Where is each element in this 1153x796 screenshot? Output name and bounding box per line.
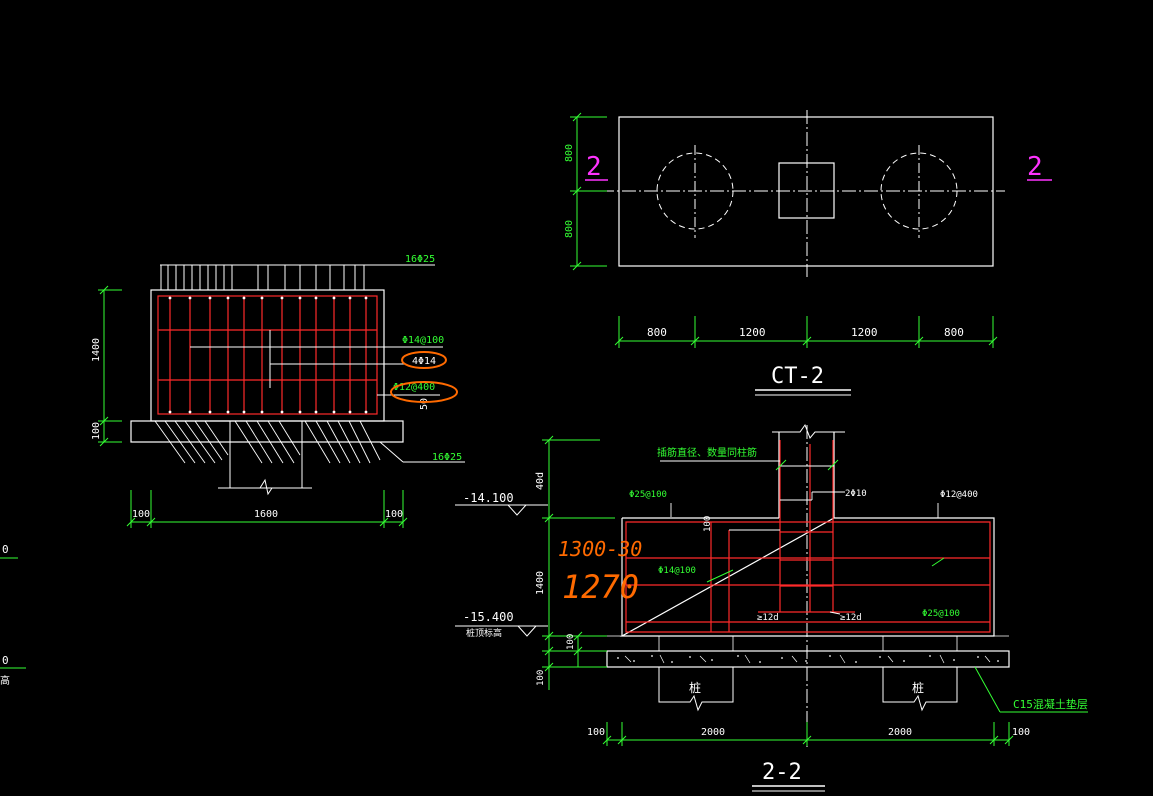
section-mark-right: 2 <box>1027 152 1043 182</box>
side-base-dim: 100 <box>91 422 102 440</box>
side-tie-label: Φ12@400 <box>393 382 435 393</box>
pile-circle <box>880 152 958 230</box>
cushion-outline <box>606 650 1010 668</box>
plan-dim-top: 800 <box>564 144 575 162</box>
side-height-dim: 1400 <box>91 338 102 362</box>
markup-line2: 1270 <box>562 568 639 606</box>
top-right-label: Φ12@400 <box>940 490 978 500</box>
section-dim-h: 100 <box>1012 727 1030 738</box>
anchor-left: ≥12d <box>757 613 779 623</box>
edge-label: 高 <box>0 674 10 687</box>
dim-100-base: 100 <box>536 670 546 686</box>
plan-title: CT-2 <box>771 364 824 389</box>
dim-100-mid: 100 <box>566 634 576 650</box>
column-tie-label: 2Φ10 <box>845 489 867 499</box>
left-edge-fragments: 0 0 高 <box>0 543 26 687</box>
section-dim-h: 2000 <box>701 727 725 738</box>
soil-hatch <box>154 420 381 464</box>
edge-label: 0 <box>2 654 9 667</box>
column-square <box>778 162 835 219</box>
handwritten-markup: 1300-30 1270 <box>558 537 642 606</box>
elevation-top: -14.100 <box>463 491 514 505</box>
side-middle-bar-label: 4Φ14 <box>412 356 436 367</box>
cushion-note: C15混凝土垫层 <box>1013 697 1088 711</box>
section-title: 2-2 <box>762 760 802 785</box>
plan-dim-h: 1200 <box>739 326 766 339</box>
plan-dim-h: 800 <box>944 326 964 339</box>
edge-label: 0 <box>2 543 9 556</box>
dim-100-top: 100 <box>703 516 713 532</box>
side-stirrup-label: Φ14@100 <box>402 335 444 346</box>
plan-dim-bottom: 800 <box>564 220 575 238</box>
side-top-bar-label: 16Φ25 <box>405 254 435 265</box>
pile-label-right: 桩 <box>912 680 924 695</box>
side-small-dim: 50 <box>419 398 430 410</box>
section-dim-h: 2000 <box>888 727 912 738</box>
side-dim-h: 100 <box>132 509 150 520</box>
section-dim-h: 100 <box>587 727 605 738</box>
elevation-bottom-note: 桩顶标高 <box>466 627 502 639</box>
section-2-2: 桩 桩 <box>455 423 1088 792</box>
dowel-bars <box>160 264 380 290</box>
section-note: 插筋直径、数量同柱筋 <box>657 446 757 459</box>
pile-label-left: 桩 <box>689 680 701 695</box>
cap-rebar <box>625 440 991 633</box>
dim-1400: 1400 <box>535 571 546 595</box>
top-bar-label: Φ25@100 <box>629 490 667 500</box>
markup-line1: 1300-30 <box>558 537 642 561</box>
cap-rebar <box>157 295 378 415</box>
plan-view: 2 2 800 800 800 <box>564 110 1052 396</box>
bottom-bar-label: Φ25@100 <box>922 609 960 619</box>
pile-circle <box>656 152 734 230</box>
dim-40d: 40d <box>535 472 546 490</box>
plan-dim-h: 800 <box>647 326 667 339</box>
side-dim-h: 1600 <box>254 509 278 520</box>
cushion-texture <box>617 655 999 663</box>
markup-circle <box>401 351 447 369</box>
side-bar-label: Φ14@100 <box>658 566 696 576</box>
side-bottom-bar-label: 16Φ25 <box>432 452 462 463</box>
elevation-bottom: -15.400 <box>463 610 514 624</box>
section-mark-left: 2 <box>586 152 602 182</box>
side-section: 16Φ25 Φ14@100 4Φ14 Φ12@400 50 16Φ25 1400… <box>91 254 465 528</box>
anchor-right: ≥12d <box>840 613 862 623</box>
markup-circle <box>390 381 458 403</box>
side-dim-h: 100 <box>385 509 403 520</box>
cushion-outline <box>130 420 404 443</box>
plan-dim-h: 1200 <box>851 326 878 339</box>
